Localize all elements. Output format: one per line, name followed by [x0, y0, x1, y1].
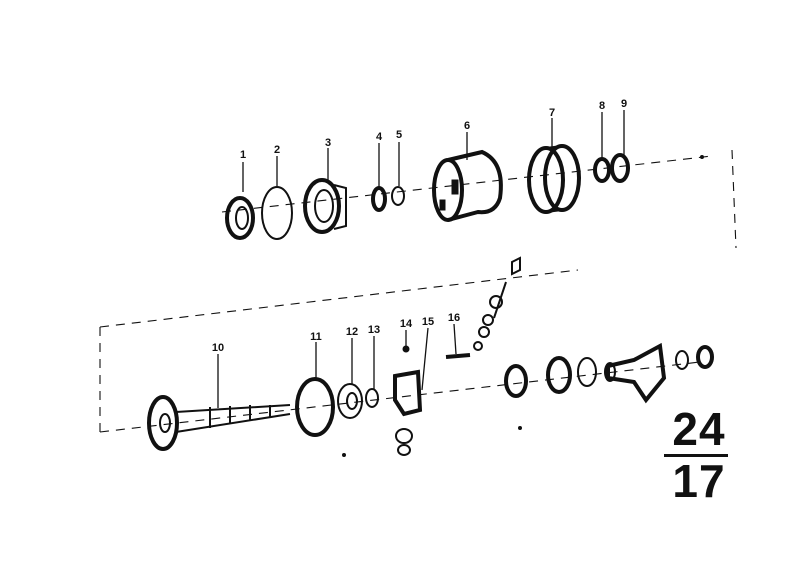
part-10-output-shaft — [147, 395, 291, 451]
lower-bearing-a — [504, 364, 528, 398]
page-ref-bottom: 17 — [672, 455, 726, 507]
part-6-planet-carrier — [432, 149, 503, 222]
part-12-retaining-plate — [337, 383, 363, 419]
callout-9: 9 — [621, 98, 627, 110]
part-7-ring-gear — [527, 144, 581, 214]
callout-labels: 1 2 3 4 5 6 7 8 9 10 11 12 13 14 15 16 — [212, 98, 627, 354]
part-4-needle-bearing — [371, 186, 387, 212]
callout-8: 8 — [599, 100, 605, 112]
part-1-seal-ring — [225, 196, 255, 240]
part-16-pin — [445, 353, 471, 359]
lower-assembly-axis — [99, 269, 701, 433]
part-5-washer — [391, 186, 405, 206]
part-13-washer — [365, 388, 379, 408]
part-15-speedo-housing — [393, 369, 423, 456]
part-14-nut — [402, 345, 410, 353]
page-ref-divider — [664, 454, 728, 457]
callout-2: 2 — [274, 144, 280, 156]
part-9-thrust-washer — [610, 153, 630, 183]
part-8-shim — [593, 157, 611, 183]
callout-1: 1 — [240, 149, 246, 161]
callout-6: 6 — [464, 120, 470, 132]
part-3-bearing-sleeve — [303, 178, 347, 234]
part-2-o-ring — [261, 186, 293, 240]
callout-7: 7 — [549, 107, 555, 119]
callout-15: 15 — [422, 316, 434, 328]
callout-3: 3 — [325, 137, 331, 149]
callout-13: 13 — [368, 324, 380, 336]
registration-dots — [342, 155, 704, 457]
callout-4: 4 — [376, 131, 383, 143]
upper-assembly-axis — [221, 149, 737, 249]
lower-bearing-b — [546, 356, 572, 394]
page-ref-top: 24 — [672, 403, 726, 455]
callout-12: 12 — [346, 326, 358, 338]
callout-5: 5 — [396, 129, 402, 141]
callout-leaders — [217, 110, 625, 408]
flange-washer — [675, 350, 689, 370]
output-flange — [604, 342, 667, 404]
speedo-drive-gear — [473, 256, 521, 351]
flange-nut — [696, 345, 714, 369]
part-11-o-ring — [295, 377, 335, 437]
lower-o-ring — [577, 357, 597, 387]
callout-16: 16 — [448, 312, 460, 324]
callout-11: 11 — [310, 331, 322, 343]
callout-10: 10 — [212, 342, 224, 354]
callout-14: 14 — [400, 318, 413, 330]
